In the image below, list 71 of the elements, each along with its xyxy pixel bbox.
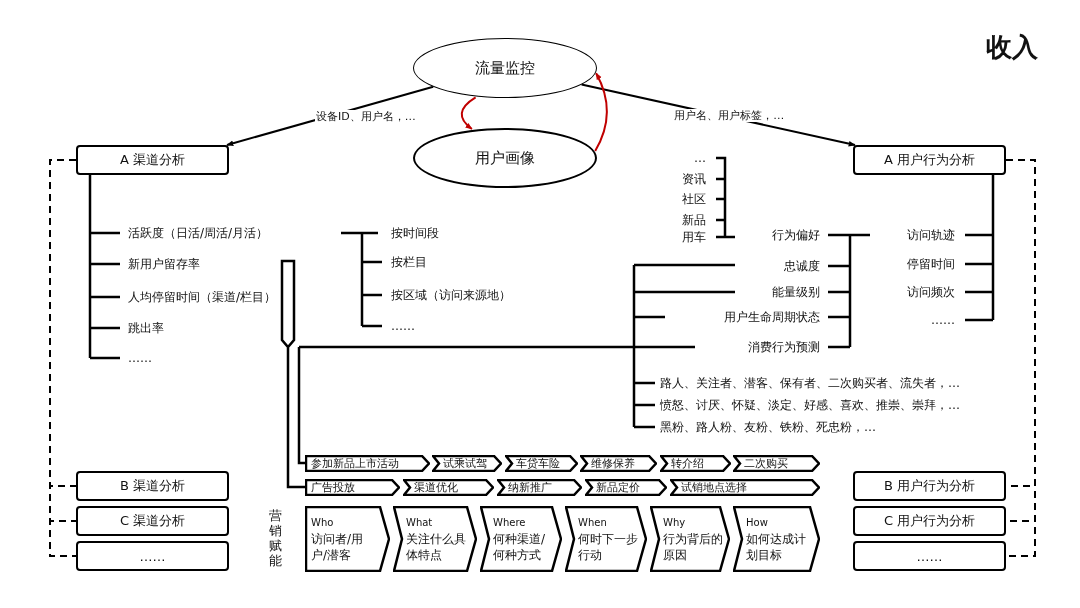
item-label: 资讯 [682,172,706,186]
edge-label: 设备ID、用户名，… [315,109,417,123]
item-label: 行为偏好 [772,228,820,242]
step-heading: Why [663,516,687,530]
rounded-box: C 渠道分析 [76,506,229,536]
step-text: 关注什么具体特点 [406,531,467,563]
item-label: 用车 [682,230,706,244]
chevron-step: 试乘试驾 [432,455,502,472]
step-heading: Who [311,516,335,530]
item-label: 按栏目 [391,255,427,269]
rounded-box: B 渠道分析 [76,471,229,501]
chevron-step: 试销地点选择 [670,479,820,496]
item-label: 按时间段 [391,226,439,240]
item-label: …… [391,319,415,333]
item-label: 跳出率 [128,321,164,335]
rounded-box: B 用户行为分析 [853,471,1006,501]
item-label: 路人、关注者、潜客、保有者、二次购买者、流失者，… [660,376,960,390]
chevron-step [733,506,820,572]
chevron-step: 新品定价 [585,479,667,496]
chevron-step: 纳新推广 [497,479,582,496]
item-label: 消费行为预测 [748,340,820,354]
item-label: 新用户留存率 [128,257,200,271]
step-heading: When [578,516,608,530]
chevron-step [565,506,647,572]
vertical-label: 营销赋能 [269,508,283,568]
step-text: 何时下一步行动 [578,531,639,563]
title: 收入 [986,31,1038,64]
item-label: 社区 [682,192,706,206]
item-label: 按区域（访问来源地） [391,288,511,302]
step-heading: How [746,516,769,530]
step-text: 访问者/用户/潜客 [311,531,365,563]
chevron-step: 广告投放 [305,479,400,496]
item-label: …… [128,351,152,365]
item-label: 愤怒、讨厌、怀疑、淡定、好感、喜欢、推崇、崇拜，… [660,398,960,412]
step-text: 行为背后的原因 [663,531,724,563]
item-label: 用户生命周期状态 [724,310,820,324]
edge-label: 用户名、用户标签，… [673,108,786,122]
item-label: …… [931,313,955,327]
chevron-step [480,506,562,572]
chevron-step: 二次购买 [733,455,820,472]
step-heading: Where [493,516,527,530]
rounded-box: A 渠道分析 [76,145,229,175]
chevron-step [305,506,390,572]
rounded-box: …… [853,541,1006,571]
item-label: 人均停留时间（渠道/栏目） [128,290,277,304]
rounded-box: …… [76,541,229,571]
rounded-box: C 用户行为分析 [853,506,1006,536]
arrow [594,72,608,152]
item-label: 能量级别 [772,285,820,299]
item-label: 活跃度（日活/周活/月活） [128,226,269,240]
ellipse-node: 用户画像 [413,128,597,188]
chevron-step: 维修保养 [580,455,657,472]
item-label: 新品 [682,213,706,227]
item-label: 访问频次 [907,285,955,299]
chevron-step: 转介绍 [660,455,731,472]
chevron-step [393,506,477,572]
step-text: 何种渠道/何种方式 [493,531,547,563]
rounded-box: A 用户行为分析 [853,145,1006,175]
chevron-step: 参加新品上市活动 [305,455,430,472]
step-text: 如何达成计划目标 [746,531,807,563]
chevron-step [650,506,730,572]
arrow [460,96,477,130]
chevron-step: 渠道优化 [403,479,494,496]
chevron-step: 车贷车险 [505,455,578,472]
item-label: 停留时间 [907,257,955,271]
step-heading: What [406,516,434,530]
ellipse-node: 流量监控 [413,38,597,98]
item-label: 访问轨迹 [907,228,955,242]
item-label: 黑粉、路人粉、友粉、铁粉、死忠粉，… [660,420,876,434]
item-label: … [694,151,706,165]
item-label: 忠诚度 [784,259,820,273]
